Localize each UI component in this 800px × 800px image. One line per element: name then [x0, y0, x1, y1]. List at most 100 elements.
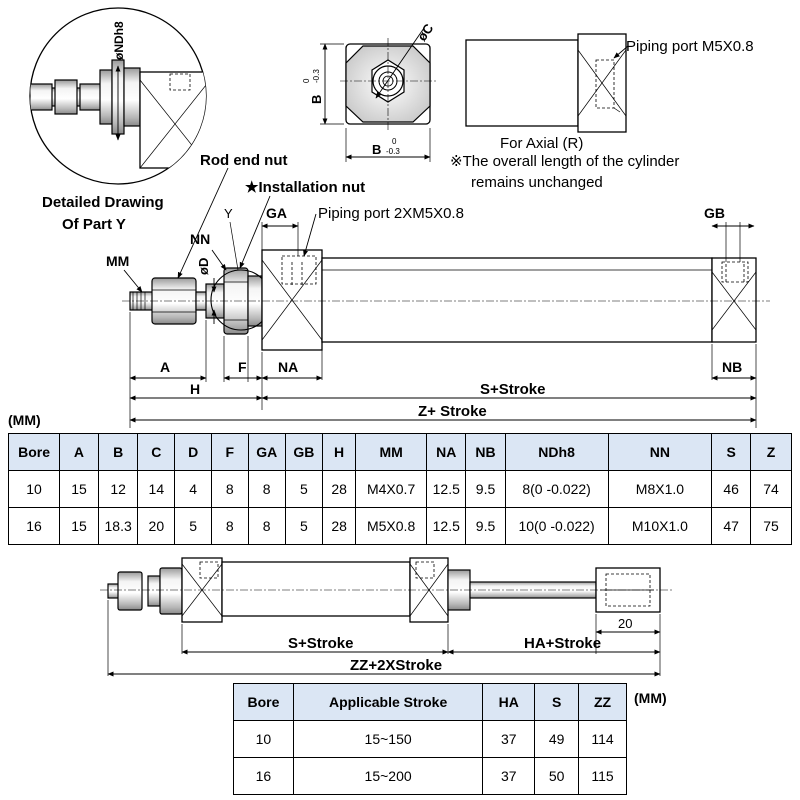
installation-nut-label: ★Installation nut — [245, 179, 365, 196]
table-cell: 8 — [210, 470, 249, 508]
table-cell: 8(0 -0.022) — [504, 470, 609, 508]
table-row: 16 15~200 37 50 115 — [233, 757, 627, 795]
table-header-cell: NN — [607, 433, 713, 471]
s-stroke-dim-label: S+Stroke — [480, 381, 545, 398]
table-cell: 9.5 — [465, 470, 506, 508]
for-axial-label: For Axial (R) — [500, 135, 583, 152]
table-header-cell: HA — [482, 683, 536, 721]
end-view: øC B 0 -0.3 B 0 -0.3 — [302, 20, 437, 162]
table-cell: 14 — [137, 470, 176, 508]
table-cell: 8 — [247, 507, 286, 545]
f-dim-label: F — [238, 359, 247, 375]
table-cell: 20 — [137, 507, 176, 545]
phi-c-label: øC — [414, 20, 437, 43]
piping-port-2-label: Piping port 2XM5X0.8 — [318, 205, 464, 222]
table-row: 10 15~150 37 49 114 — [233, 720, 627, 758]
phi-d-label: øD — [196, 258, 211, 275]
table-cell: 5 — [284, 507, 324, 545]
detail-caption-line-1: Detailed Drawing — [42, 194, 164, 211]
table-header-cell: GB — [284, 433, 324, 471]
table-cell: 75 — [750, 507, 792, 545]
table-cell: 5 — [284, 470, 324, 508]
note-line-2: remains unchanged — [471, 174, 603, 191]
table-header-cell: GA — [247, 433, 286, 471]
table-cell: 12.5 — [426, 470, 467, 508]
b-horizontal-tol-lower: -0.3 — [386, 147, 400, 156]
table-header-cell: NA — [426, 433, 467, 471]
table-cell: 114 — [578, 720, 627, 758]
b-horizontal-label: B — [372, 142, 381, 157]
note-line-1: ※The overall length of the cylinder — [450, 153, 679, 170]
table-cell: M10X1.0 — [607, 507, 713, 545]
s-stroke-2-dim-label: S+Stroke — [288, 635, 353, 652]
table-cell: 49 — [534, 720, 580, 758]
table-cell: 9.5 — [465, 507, 506, 545]
dimension-table-double-rod: Bore Applicable Stroke HA S ZZ 10 15~150… — [233, 683, 627, 795]
table-header-row: Bore Applicable Stroke HA S ZZ — [233, 683, 627, 721]
a-dim-label: A — [160, 359, 170, 375]
b-vertical-tol-upper: 0 — [302, 78, 311, 83]
table-header-cell: Z — [750, 433, 792, 471]
zz-stroke-dim-label: ZZ+2XStroke — [350, 657, 442, 674]
detail-circle-part-y: øNDh8 — [29, 7, 207, 185]
table-cell: 4 — [174, 470, 212, 508]
table-cell: 10 — [7, 470, 61, 508]
y-label: Y — [224, 206, 233, 221]
table-cell: 28 — [322, 507, 357, 545]
table-cell: 37 — [482, 757, 536, 795]
nn-label: NN — [190, 231, 210, 247]
table-header-cell: F — [210, 433, 249, 471]
table-header-cell: A — [59, 433, 99, 471]
table-header-row: Bore A B C D F GA GB H MM NA NB NDh8 NN … — [7, 433, 792, 471]
nd-h8-label: øNDh8 — [112, 21, 126, 60]
table-header-cell: Bore — [7, 433, 61, 471]
table-cell: 28 — [322, 470, 357, 508]
nb-dim-label: NB — [722, 359, 742, 375]
piping-port-axial-label: Piping port M5X0.8 — [626, 38, 754, 55]
table-header-cell: B — [97, 433, 139, 471]
table-header-cell: ZZ — [578, 683, 627, 721]
table-cell: M8X1.0 — [607, 470, 713, 508]
table-cell: 15 — [59, 470, 99, 508]
ga-label: GA — [266, 205, 287, 221]
table-header-cell: NB — [465, 433, 506, 471]
table-cell: 16 — [7, 507, 61, 545]
table1-unit-label: (MM) — [8, 412, 41, 428]
table-cell: 15~200 — [292, 757, 484, 795]
b-vertical-label: B — [309, 95, 324, 104]
table-cell: M4X0.7 — [355, 470, 428, 508]
table-header-cell: C — [137, 433, 176, 471]
table-cell: M5X0.8 — [355, 507, 428, 545]
main-cylinder-view — [122, 249, 770, 351]
table-header-cell: D — [174, 433, 212, 471]
table-cell: 15~150 — [292, 720, 484, 758]
table-cell: 10(0 -0.022) — [504, 507, 609, 545]
table2-unit-label: (MM) — [634, 690, 667, 706]
detail-caption-line-2: Of Part Y — [62, 216, 126, 233]
table-cell: 37 — [482, 720, 536, 758]
z-stroke-dim-label: Z+ Stroke — [418, 403, 487, 420]
table-cell: 5 — [174, 507, 212, 545]
b-vertical-tol-lower: -0.3 — [312, 69, 321, 83]
table-header-cell: S — [711, 433, 752, 471]
twenty-dim-label: 20 — [618, 616, 632, 631]
table-cell: 15 — [59, 507, 99, 545]
dimension-table-standard: Bore A B C D F GA GB H MM NA NB NDh8 NN … — [7, 433, 792, 545]
table-header-cell: NDh8 — [504, 433, 609, 471]
table-header-cell: H — [322, 433, 357, 471]
table-header-cell: Bore — [233, 683, 294, 721]
b-horizontal-tol-upper: 0 — [392, 137, 397, 146]
table-header-cell: Applicable Stroke — [292, 683, 484, 721]
table-cell: 47 — [711, 507, 752, 545]
table-row: 10 15 12 14 4 8 8 5 28 M4X0.7 12.5 9.5 8… — [7, 470, 792, 508]
table-cell: 115 — [578, 757, 627, 795]
table-cell: 8 — [247, 470, 286, 508]
table-header-cell: MM — [355, 433, 428, 471]
table-row: 16 15 18.3 20 5 8 8 5 28 M5X0.8 12.5 9.5… — [7, 507, 792, 545]
rod-end-nut-label: Rod end nut — [200, 152, 287, 169]
table-cell: 18.3 — [97, 507, 139, 545]
table-cell: 46 — [711, 470, 752, 508]
table-header-cell: S — [534, 683, 580, 721]
table-cell: 8 — [210, 507, 249, 545]
